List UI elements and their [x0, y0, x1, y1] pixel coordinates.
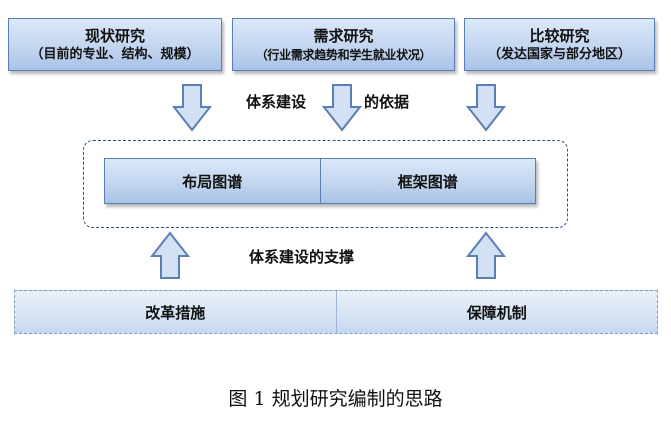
reform-measures-cell: 改革措施 [145, 303, 206, 322]
box-comparative-research-title: 比较研究 [529, 26, 590, 45]
box-demand-research-title: 需求研究 [313, 26, 374, 45]
framework-map-cell: 框架图谱 [319, 159, 536, 203]
box-demand-research: 需求研究 （行业需求趋势和学生就业状况） [232, 18, 455, 71]
guarantee-mechanism-cell: 保障机制 [335, 291, 658, 333]
box-status-research-title: 现状研究 [84, 26, 145, 45]
box-comparative-research: 比较研究 （发达国家与部分地区） [464, 18, 655, 71]
figure-caption: 图 1 规划研究编制的思路 [228, 388, 443, 410]
down-arrow-center [322, 84, 362, 132]
box-status-research: 现状研究 （目前的专业、结构、规模） [8, 18, 222, 71]
bottom-split-bar: 改革措施 保障机制 [14, 290, 658, 334]
up-arrow-right [466, 231, 506, 279]
up-arrow-left [150, 231, 190, 279]
box-status-research-subtitle: （目前的专业、结构、规模） [30, 46, 200, 62]
basis-label-part1: 体系建设 [246, 93, 307, 111]
down-arrow-left [172, 84, 212, 132]
dashed-container [83, 140, 568, 228]
box-demand-research-subtitle: （行业需求趋势和学生就业状况） [255, 47, 432, 62]
support-label: 体系建设的支撑 [249, 248, 355, 266]
middle-split-box: 布局图谱 框架图谱 [104, 158, 536, 204]
layout-map-cell: 布局图谱 [182, 172, 243, 191]
basis-label-part2: 的依据 [364, 93, 410, 111]
box-comparative-research-subtitle: （发达国家与部分地区） [487, 46, 631, 62]
down-arrow-right [466, 84, 506, 132]
